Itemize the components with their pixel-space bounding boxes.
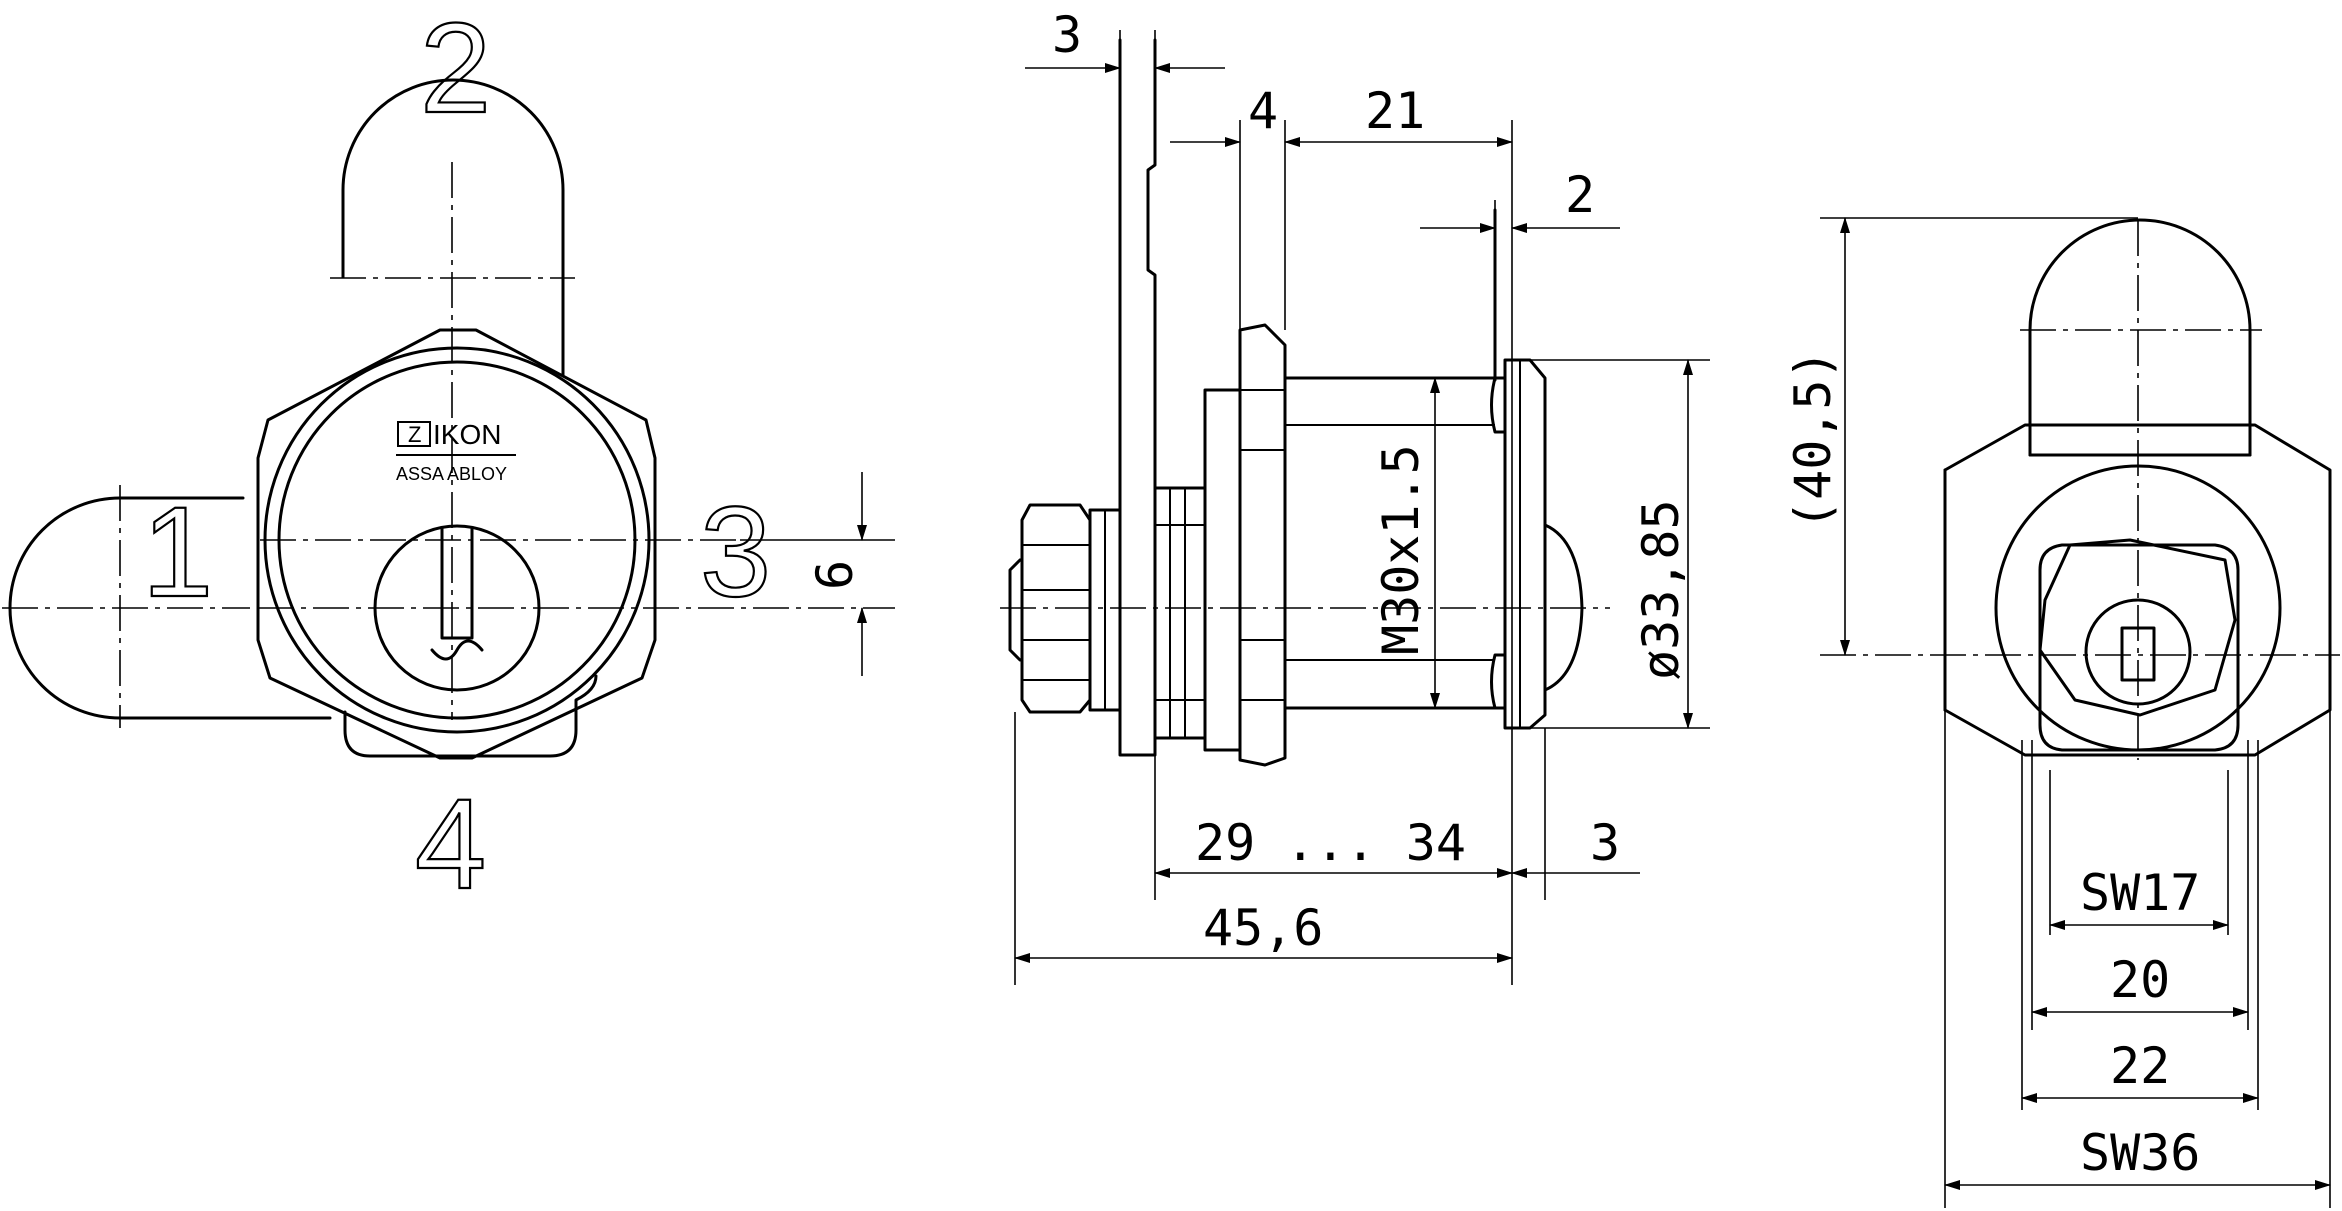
- dim-22: 22: [2110, 1037, 2170, 1095]
- rear-square-nut: [2038, 543, 2240, 752]
- cam-position-top: [341, 78, 565, 377]
- dim-range: 29 ... 34: [1195, 814, 1466, 872]
- dim-lip-2: 2: [1565, 166, 1595, 224]
- keyway-slot: [430, 639, 484, 661]
- rear-view: (40,5) SW17 20 22 SW36: [1784, 217, 2340, 1208]
- position-label-top: 2: [420, 0, 491, 140]
- dim-20: 20: [2110, 951, 2170, 1009]
- washer: [1203, 388, 1242, 752]
- cam-plate: [1118, 38, 1157, 757]
- rear-nut-cap: [1008, 558, 1022, 662]
- dim-body-21: 21: [1365, 82, 1425, 140]
- position-label-bottom: 4: [415, 773, 486, 916]
- side-view: 3 4 21 2 M30x1.5 ø33,85 29 ... 34 3 45,6: [1000, 6, 1710, 985]
- dim-nut-4: 4: [1248, 82, 1278, 140]
- dim-flange-3: 3: [1052, 6, 1082, 64]
- rear-cam: [2028, 218, 2252, 457]
- rear-hex-nut: [1020, 503, 1092, 714]
- front-flange: [1503, 358, 1547, 730]
- front-hex-nut: [1238, 323, 1287, 767]
- logo-brand: IKON: [433, 419, 501, 450]
- dim-overall: 45,6: [1203, 899, 1323, 957]
- dim-offset-6: 6: [806, 560, 864, 590]
- dim-diameter: ø33,85: [1632, 499, 1690, 680]
- dim-front-3: 3: [1590, 814, 1620, 872]
- keyway: [440, 526, 474, 640]
- logo-mark: Z: [408, 422, 421, 447]
- cam-position-bottom: [343, 674, 598, 758]
- logo-sub: ASSA ABLOY: [396, 464, 507, 484]
- lip-bottom: [1490, 653, 1507, 710]
- dim-sw36: SW36: [2080, 1124, 2200, 1182]
- position-label-right: 3: [700, 481, 771, 624]
- logo-mark-box: [397, 421, 431, 447]
- hex-nut: [256, 328, 657, 760]
- position-label-left: 1: [142, 481, 213, 624]
- dim-sw17: SW17: [2080, 864, 2200, 922]
- dim-cam-height: (40,5): [1784, 349, 1842, 530]
- lip-top: [1490, 376, 1507, 434]
- front-view: Z IKON ASSA ABLOY 2 1 3 4 6: [2, 0, 895, 917]
- dim-thread: M30x1.5: [1372, 444, 1430, 655]
